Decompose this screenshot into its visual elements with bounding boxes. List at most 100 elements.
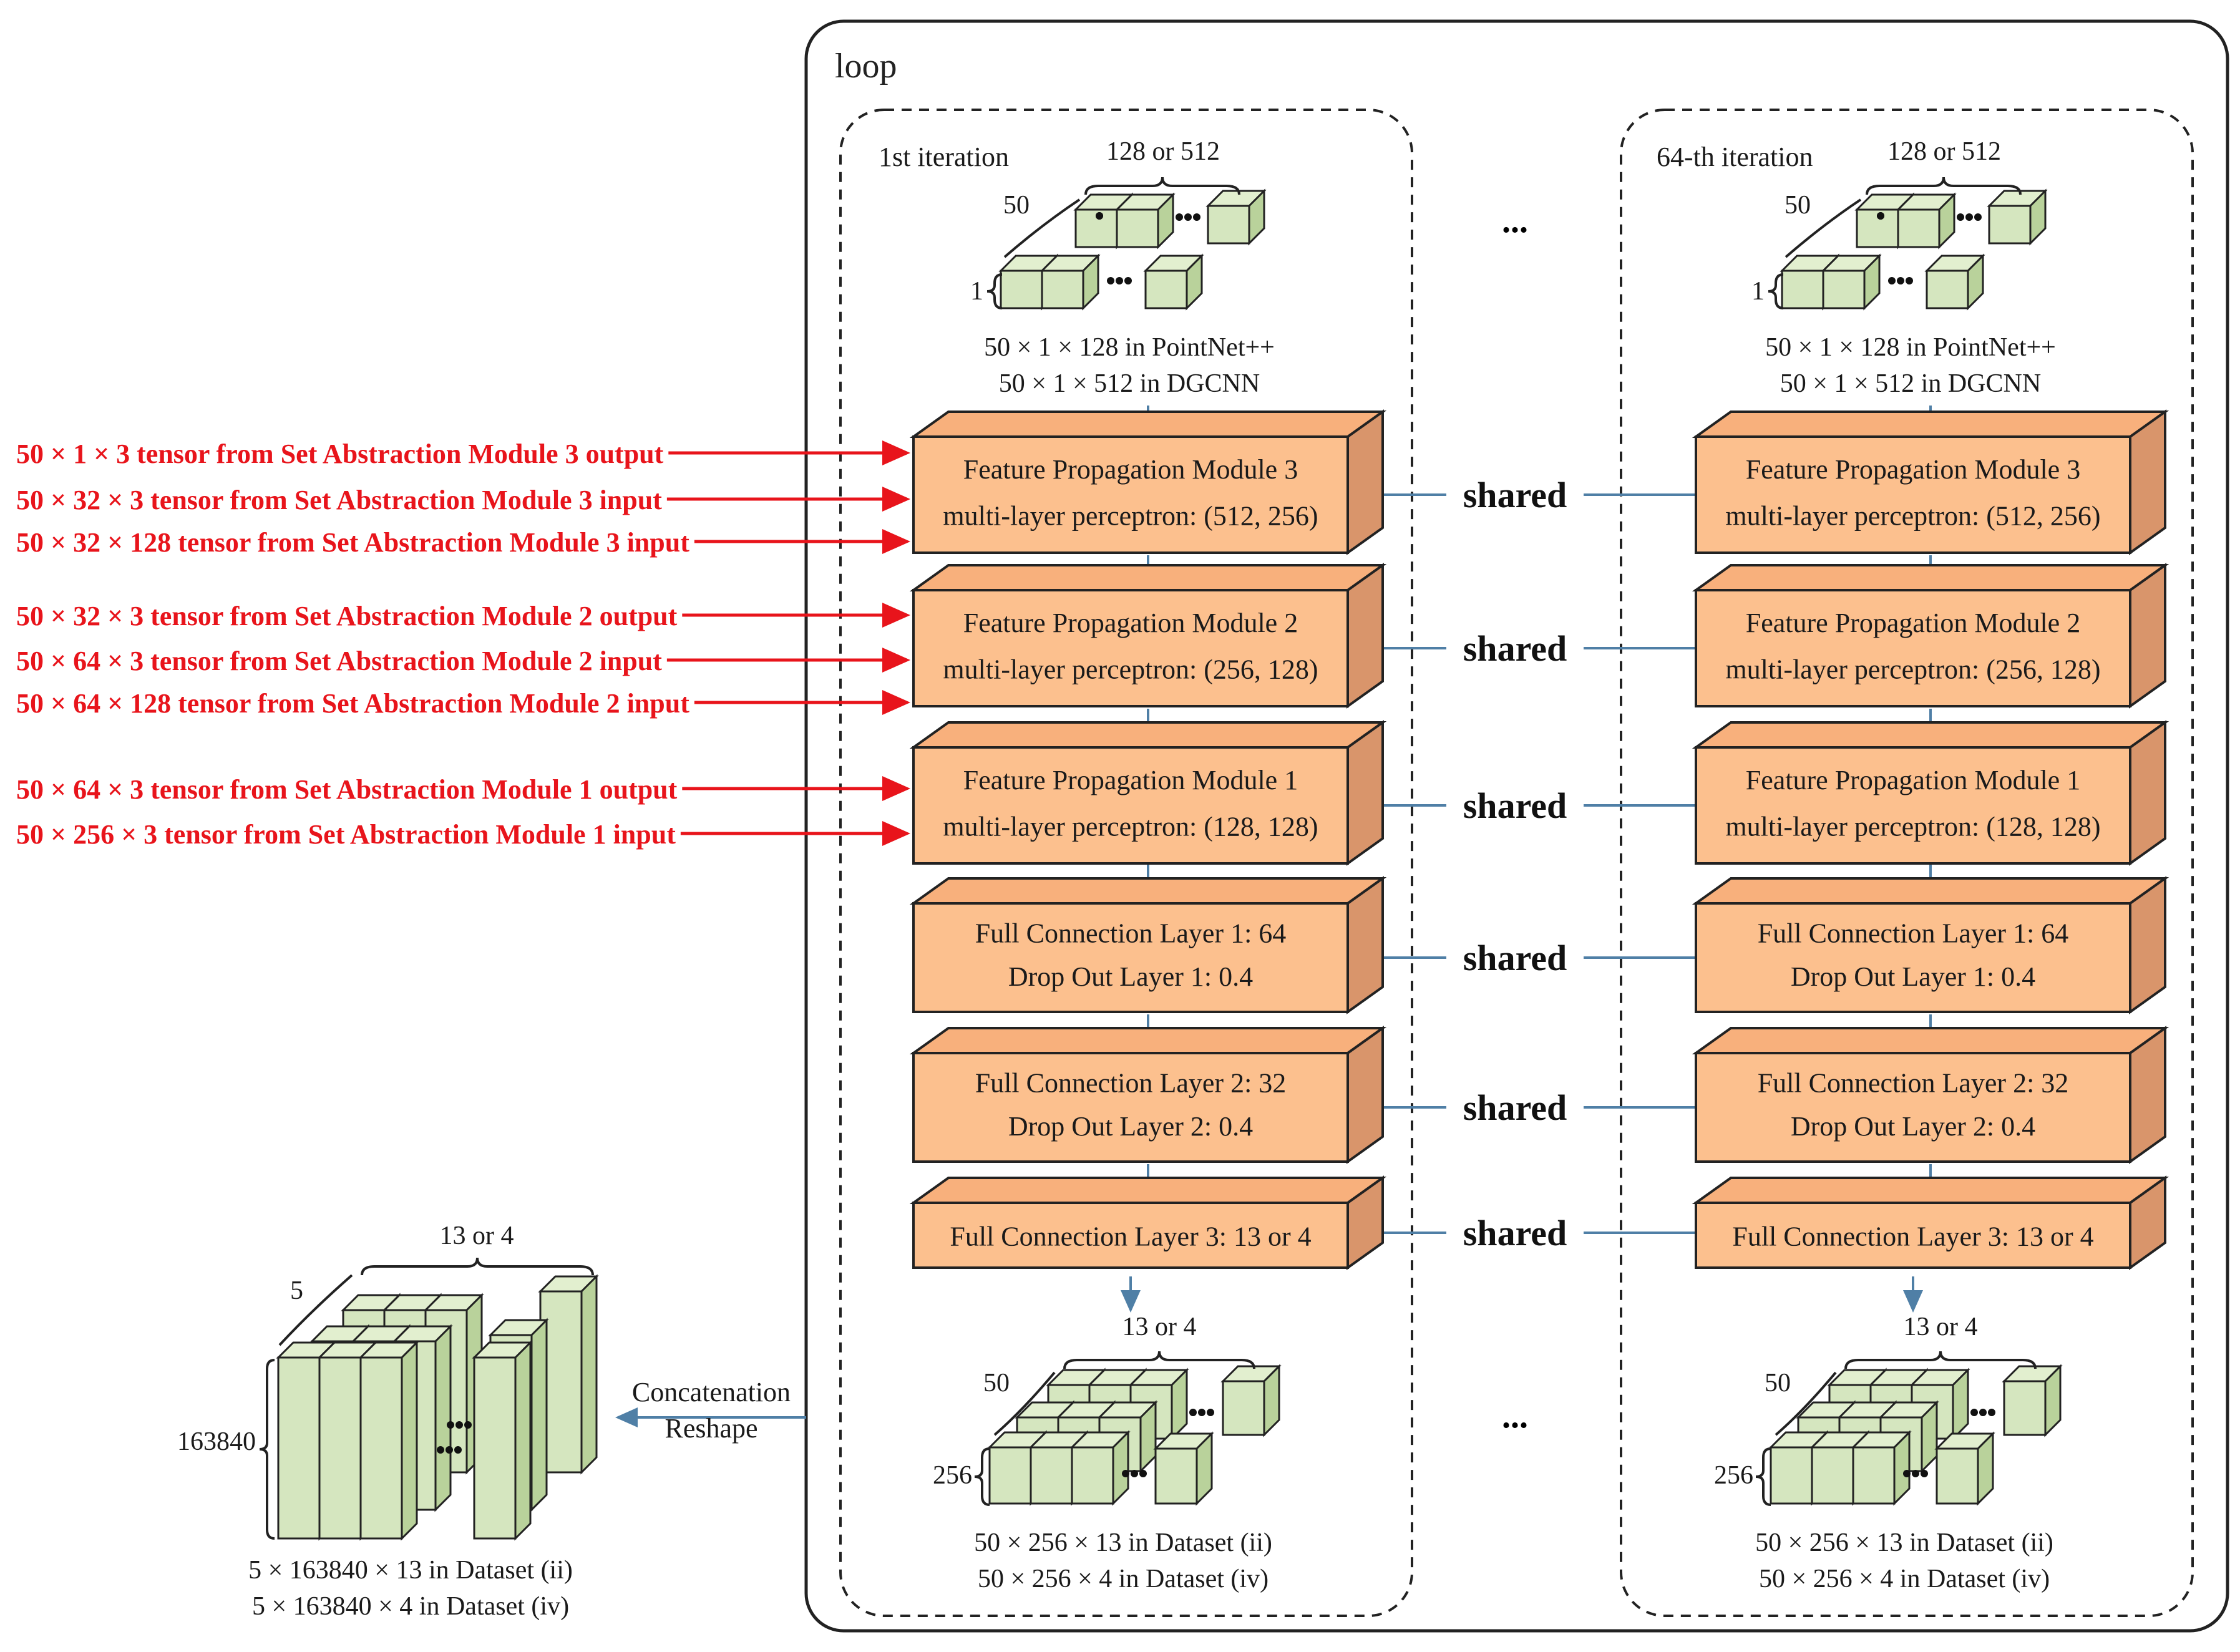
output-caption1-iter64: 50 × 256 × 13 in Dataset (ii) bbox=[1755, 1528, 2053, 1557]
output-width-label-iter64: 13 or 4 bbox=[1904, 1313, 1978, 1341]
module-3-iter-64-line1: Feature Propagation Module 1 bbox=[1746, 765, 2080, 795]
module-4-iter-64-top bbox=[1692, 877, 2169, 905]
final-height-brace bbox=[259, 1359, 275, 1540]
input-depth-label-iter1: 50 bbox=[1003, 191, 1030, 220]
output-dots-iter64 bbox=[1903, 1470, 1911, 1477]
output-dots-iter1 bbox=[1189, 1409, 1197, 1416]
input-depth-label-iter64: 50 bbox=[1785, 191, 1811, 220]
final-depth-label: 5 bbox=[290, 1276, 303, 1305]
output-depth-label-iter64: 50 bbox=[1765, 1369, 1791, 1397]
input-width-brace-iter64 bbox=[1866, 177, 2022, 195]
input-height-brace-iter64 bbox=[1768, 273, 1784, 309]
input-cube-back-iter1-front bbox=[1116, 208, 1159, 248]
output-dots-iter64 bbox=[1988, 1409, 1995, 1416]
output-width-brace-iter1 bbox=[1063, 1351, 1255, 1369]
input-dots-iter1 bbox=[1116, 277, 1123, 284]
final-width-brace bbox=[361, 1257, 594, 1276]
final-dots bbox=[464, 1421, 472, 1429]
module-3-iter-64-side bbox=[2129, 720, 2166, 866]
output-dots-iter1 bbox=[1207, 1409, 1214, 1416]
input-cube-front-iter1-front bbox=[1000, 270, 1043, 309]
iteration-ellipsis-bottom: ... bbox=[1502, 1397, 1528, 1436]
module-1-iter-1-top bbox=[909, 411, 1387, 438]
output-height-brace-iter64 bbox=[1755, 1447, 1771, 1506]
output-depth-brace-iter64 bbox=[1775, 1371, 1837, 1436]
module-4-iter-1-line2: Drop Out Layer 1: 0.4 bbox=[1008, 961, 1253, 992]
module-layer: Feature Propagation Module 3multi-layer … bbox=[909, 409, 2169, 1270]
output-caption1-iter1: 50 × 256 × 13 in Dataset (ii) bbox=[974, 1528, 1272, 1557]
tensor-layer bbox=[259, 177, 2063, 1541]
final-cube-front-front bbox=[359, 1356, 403, 1540]
input-dots-iter64 bbox=[1957, 213, 1964, 221]
module-3-iter-64-front bbox=[1695, 746, 2131, 865]
output-dots-iter1 bbox=[1122, 1470, 1129, 1477]
input-dots-iter1 bbox=[1096, 212, 1103, 220]
output-height-brace-iter1 bbox=[974, 1447, 990, 1506]
module-5-iter-1-front bbox=[912, 1052, 1349, 1163]
input-label-1: 50 × 1 × 3 tensor from Set Abstraction M… bbox=[16, 439, 664, 469]
module-3-iter-1-front bbox=[912, 746, 1349, 865]
final-caption1: 5 × 163840 × 13 in Dataset (ii) bbox=[248, 1556, 573, 1585]
module-3-iter-1-side bbox=[1346, 720, 1384, 866]
module-5-iter-64-top bbox=[1692, 1027, 2169, 1054]
final-cube-front-side bbox=[514, 1340, 532, 1541]
final-cube-front-front bbox=[318, 1356, 362, 1540]
module-5-iter-64-line2: Drop Out Layer 2: 0.4 bbox=[1791, 1111, 2035, 1142]
module-2-iter-1-side bbox=[1346, 563, 1384, 709]
module-3-iter-1-line2: multi-layer perceptron: (128, 128) bbox=[943, 811, 1318, 842]
input-cube-front-iter64-front bbox=[1926, 270, 1969, 309]
module-5-iter-1-line2: Drop Out Layer 2: 0.4 bbox=[1008, 1111, 1253, 1142]
module-1-iter-64-front bbox=[1695, 435, 2131, 554]
module-6-iter-1-front bbox=[912, 1202, 1349, 1269]
shared-label: shared bbox=[1463, 1087, 1567, 1128]
module-5-iter-64-side bbox=[2129, 1026, 2166, 1164]
module-2-iter-64-side bbox=[2129, 563, 2166, 709]
input-cube-back-iter64-front bbox=[1988, 205, 2032, 245]
output-width-brace-iter64 bbox=[1844, 1351, 2037, 1369]
module-1-iter-1-line2: multi-layer perceptron: (512, 256) bbox=[943, 500, 1318, 531]
output-cube-front-iter1-front bbox=[1030, 1446, 1073, 1505]
input-height-brace-iter1 bbox=[986, 273, 1003, 309]
module-2-iter-1-line2: multi-layer perceptron: (256, 128) bbox=[943, 654, 1318, 684]
shared-label: shared bbox=[1463, 628, 1567, 669]
output-cube-front-iter64-front bbox=[1936, 1447, 1979, 1505]
shared-label: shared bbox=[1463, 1213, 1567, 1253]
external-input-layer: 50 × 1 × 3 tensor from Set Abstraction M… bbox=[16, 439, 910, 850]
output-cube-front-iter1-front bbox=[1071, 1446, 1114, 1505]
final-height-label: 163840 bbox=[177, 1427, 256, 1456]
input-label-8: 50 × 256 × 3 tensor from Set Abstraction… bbox=[16, 819, 676, 850]
loop-frame bbox=[804, 19, 2229, 1633]
output-cube-front-iter1-front bbox=[988, 1446, 1032, 1505]
input-dots-iter1 bbox=[1193, 213, 1200, 221]
module-1-iter-1-side bbox=[1346, 409, 1384, 555]
module-5-iter-1-line1: Full Connection Layer 2: 32 bbox=[975, 1068, 1287, 1099]
iteration-label-1: 1st iteration bbox=[879, 142, 1009, 172]
output-dots-iter1 bbox=[1131, 1470, 1138, 1477]
caption-layer: sharedsharedsharedsharedsharedshared128 … bbox=[177, 137, 2056, 1621]
module-5-iter-64-front bbox=[1695, 1052, 2131, 1163]
input-dots-iter64 bbox=[1974, 213, 1982, 221]
module-4-iter-64-side bbox=[2129, 876, 2166, 1014]
output-height-label-iter64: 256 bbox=[1714, 1461, 1753, 1490]
shared-label: shared bbox=[1463, 938, 1567, 978]
module-6-iter-64-top bbox=[1692, 1177, 2169, 1204]
input-dots-iter1 bbox=[1184, 213, 1192, 221]
input-dots-iter64 bbox=[1897, 277, 1904, 284]
final-cube-front-front bbox=[473, 1356, 517, 1540]
input-dots-iter64 bbox=[1888, 277, 1896, 284]
module-1-iter-1-front bbox=[912, 435, 1349, 554]
final-cube-back-side bbox=[580, 1274, 598, 1475]
module-2-iter-64-top bbox=[1692, 564, 2169, 591]
input-dots-iter1 bbox=[1124, 277, 1132, 284]
output-dots-iter64 bbox=[1970, 1409, 1978, 1416]
final-dots bbox=[446, 1446, 453, 1454]
final-caption2: 5 × 163840 × 4 in Dataset (iv) bbox=[252, 1592, 569, 1621]
module-3-iter-64-line2: multi-layer perceptron: (128, 128) bbox=[1725, 811, 2100, 842]
input-width-brace-iter1 bbox=[1084, 177, 1240, 195]
output-cube-front-iter64-front bbox=[1770, 1446, 1813, 1505]
output-height-label-iter1: 256 bbox=[933, 1461, 972, 1490]
input-caption1-iter1: 50 × 1 × 128 in PointNet++ bbox=[984, 333, 1275, 362]
input-label-2: 50 × 32 × 3 tensor from Set Abstraction … bbox=[16, 485, 662, 515]
module-4-iter-1-top bbox=[909, 877, 1387, 905]
